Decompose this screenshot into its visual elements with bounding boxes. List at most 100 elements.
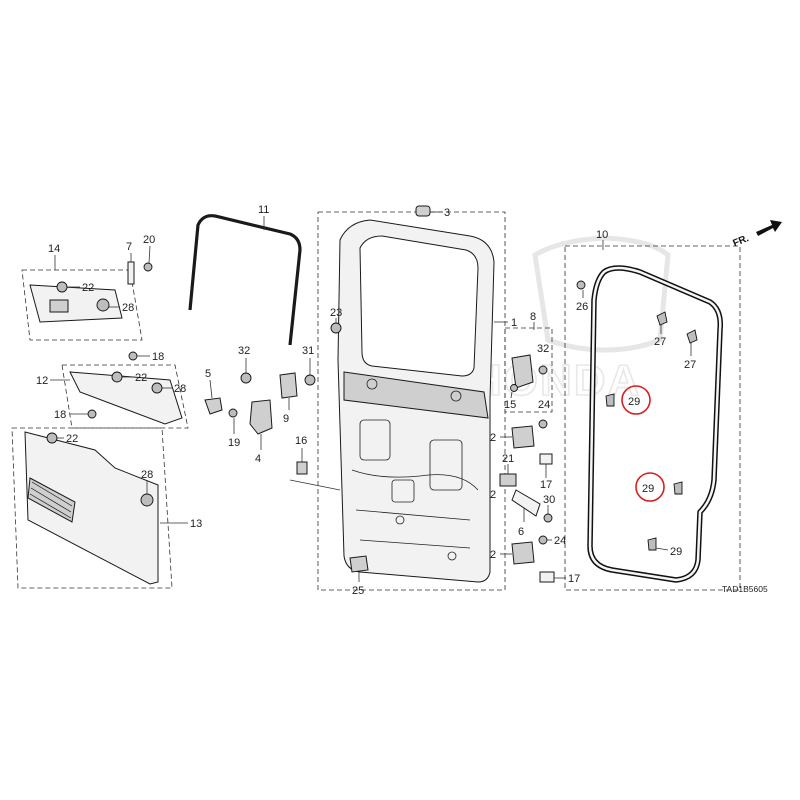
part-5-rod: [204, 397, 223, 415]
part-29-clip-b: [673, 481, 683, 495]
part-18-screw-a: [128, 351, 138, 361]
callout-32-a: 32: [238, 345, 250, 357]
callout-2-c: 2: [490, 489, 496, 501]
callout-19: 19: [228, 437, 240, 449]
callout-22-a: 22: [82, 282, 94, 294]
part-1-door-group: 23 1: [317, 211, 517, 591]
part-17-bolt-b: [539, 571, 555, 583]
part-2-hinge-b: [511, 541, 535, 565]
part-24-bolt-a: [538, 419, 548, 429]
front-label: FR.: [731, 233, 750, 249]
callout-26: 26: [576, 301, 588, 313]
callout-24-a: 24: [538, 399, 550, 411]
part-31-clip: [304, 374, 316, 386]
callout-21: 21: [502, 453, 514, 465]
callout-27-b: 27: [684, 359, 696, 371]
callout-29-b: 29: [642, 483, 654, 495]
part-28-grommet-a: [96, 298, 110, 312]
honda-watermark: HONDA: [469, 235, 671, 406]
part-24-bolt-b: [538, 535, 548, 545]
callout-2-a: 2: [490, 432, 496, 444]
part-13-lining: [24, 431, 159, 585]
part-20-screw: [143, 262, 153, 272]
callout-27-a: 27: [654, 336, 666, 348]
callout-17-b: 17: [568, 573, 580, 585]
part-29-clip-c: [647, 537, 657, 551]
part-10-group: 10 26 27 27 29 29 29: [564, 229, 741, 591]
part-21-bolt: [499, 473, 517, 487]
part-4-actuator: [249, 399, 273, 435]
callout-3: 3: [444, 207, 450, 219]
part-8-striker: [511, 354, 534, 389]
part-28-grommet-c: [140, 493, 154, 507]
part-7-20-group: 7 20: [126, 234, 155, 285]
part-22-clip-c: [46, 432, 58, 444]
part-27-clip-a: [656, 311, 668, 326]
callout-22-b: 22: [135, 372, 147, 384]
callout-15: 15: [504, 399, 516, 411]
callout-7: 7: [126, 241, 132, 253]
callout-11: 11: [258, 204, 269, 216]
callout-31: 31: [302, 345, 314, 357]
part-11-run-channel: [188, 214, 302, 346]
part-12-group: 12 18 22 28 18: [36, 351, 189, 429]
callout-25: 25: [352, 585, 364, 597]
callout-18-a: 18: [152, 351, 164, 363]
part-12-garnish: [69, 371, 183, 425]
part-26-clip: [576, 280, 586, 290]
part-16-stopper: [296, 461, 308, 475]
highlight-ring-29-b: [635, 472, 665, 502]
highlight-ring-29-a: [621, 385, 651, 415]
part-2-hinge-a: [511, 425, 535, 449]
part-7-pin: [127, 261, 135, 285]
diagram-code: TAD1B5605: [722, 584, 768, 594]
callout-29-c: 29: [670, 546, 682, 558]
watermark-text: HONDA: [470, 356, 641, 405]
callout-29-a: 29: [628, 396, 640, 408]
callout-13: 13: [190, 518, 202, 530]
callout-22-c: 22: [66, 433, 78, 445]
callout-18-b: 18: [54, 409, 66, 421]
callout-24-b: 24: [554, 535, 566, 547]
callout-4: 4: [255, 453, 261, 465]
front-direction-indicator: FR.: [731, 220, 782, 249]
callout-28-a: 28: [122, 302, 134, 314]
callout-16: 16: [295, 435, 307, 447]
part-29-clip-a: [605, 393, 615, 407]
part-32-nut-a: [240, 372, 252, 384]
callout-1: 1: [511, 317, 517, 329]
callout-20: 20: [143, 234, 155, 246]
part-25-group: 25: [349, 555, 369, 597]
part-32-nut-b: [538, 365, 548, 375]
part-9-switch: [279, 372, 298, 399]
part-27-clip-b: [686, 329, 698, 344]
part-19-bolt: [228, 408, 238, 418]
part-3-group: 3: [415, 205, 450, 219]
callout-32-b: 32: [537, 343, 549, 355]
callout-9: 9: [283, 413, 289, 425]
part-13-group: 22 28 13: [11, 427, 202, 589]
part-18-screw-b: [87, 409, 97, 419]
callout-12: 12: [36, 375, 48, 387]
part-30-clip: [543, 513, 553, 523]
callout-5: 5: [205, 368, 211, 380]
part-23-clip: [330, 322, 342, 334]
callout-17-a: 17: [540, 479, 552, 491]
part-6-cable: [511, 489, 541, 517]
callout-8: 8: [530, 311, 536, 323]
part-14-panel: [29, 284, 123, 323]
callout-28-c: 28: [141, 469, 153, 481]
part-11-group: 11: [188, 204, 302, 346]
callout-2-b: 2: [490, 549, 496, 561]
part-22-clip-b: [111, 371, 123, 383]
part-10-weatherstrip: [587, 265, 724, 583]
front-arrow-icon: [756, 220, 782, 236]
part-25-cover: [349, 555, 369, 573]
part-22-clip-a: [56, 281, 68, 293]
latch-parts-group: 5 19 4 9 32 31: [204, 345, 316, 465]
callout-30: 30: [543, 494, 555, 506]
part-15-screw: [510, 384, 518, 392]
part-3-bumper: [415, 205, 431, 217]
